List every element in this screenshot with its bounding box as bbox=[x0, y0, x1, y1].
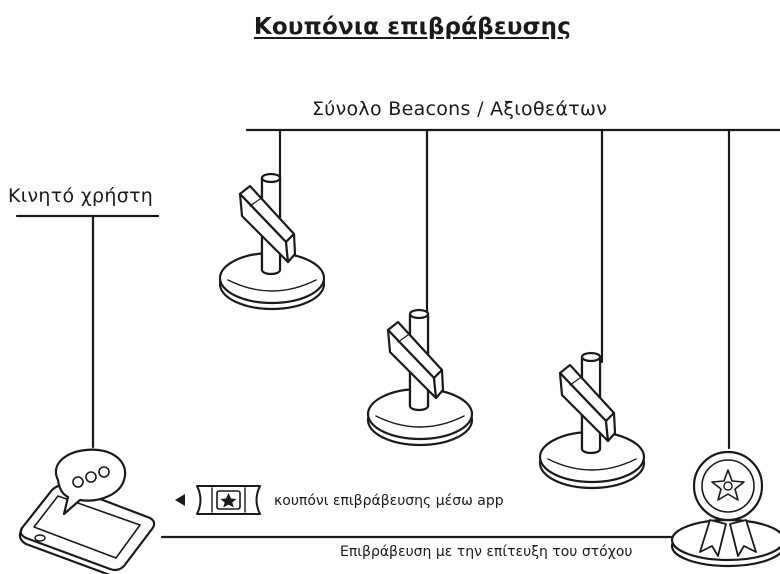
reward-label: Επιβράβευση με την επίτευξη του στόχου bbox=[340, 544, 633, 560]
beacon-icon bbox=[538, 351, 646, 490]
beacon-icon bbox=[218, 172, 326, 311]
coupon-label: κουπόνι επιβράβευσης μέσω app bbox=[274, 493, 504, 509]
phone-label: Κινητό χρήστη bbox=[8, 185, 154, 207]
award-badge-icon bbox=[670, 450, 780, 568]
arrow-left-icon bbox=[175, 494, 185, 506]
coupon-star-icon bbox=[196, 485, 261, 515]
beacons-label: Σύνολο Beacons / Αξιοθεάτων bbox=[312, 98, 608, 120]
chat-bubble-icon bbox=[54, 448, 127, 516]
diagram-title: Κουπόνια επιβράβευσης bbox=[253, 14, 572, 40]
beacon-icon bbox=[366, 308, 474, 447]
